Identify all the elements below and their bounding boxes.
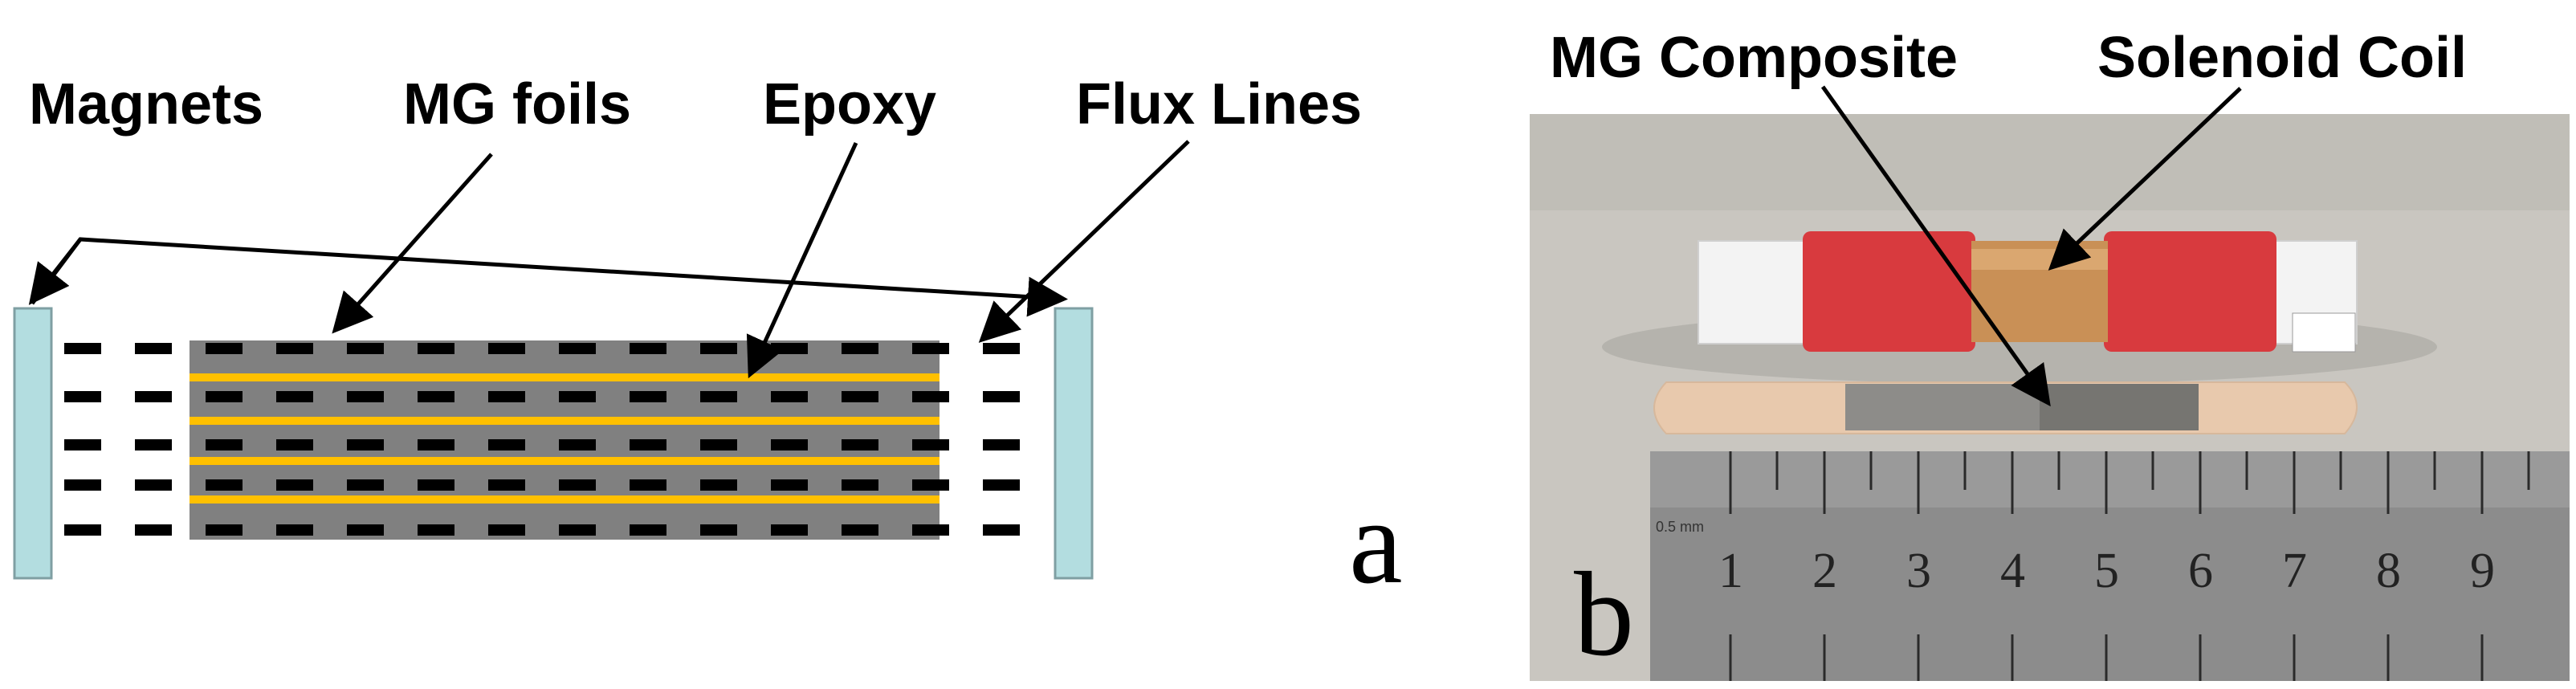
red-tape-left: [1803, 231, 1975, 352]
mg-composite-label: MG Composite: [1550, 26, 1958, 90]
magnets-label: Magnets: [29, 72, 264, 137]
ruler-ticks: [1729, 451, 2530, 514]
steel-ruler-sheen: [1650, 451, 2570, 508]
red-tape-right: [2104, 231, 2276, 352]
ruler-number-7: 7: [2282, 544, 2307, 598]
epoxy-layers: [190, 373, 940, 503]
epoxy-label: Epoxy: [763, 72, 937, 137]
panel-a-letter: a: [1349, 475, 1403, 609]
ruler-number-3: 3: [1906, 544, 1931, 598]
right-magnet: [1054, 307, 1094, 580]
flux-lines-label: Flux Lines: [1076, 72, 1363, 137]
coil-former-label: [2292, 312, 2356, 353]
ruler-number-8: 8: [2376, 544, 2401, 598]
ruler-number-5: 5: [2094, 544, 2119, 598]
mg-foils-label: MG foils: [403, 72, 631, 137]
solenoid-coil-highlight: [1971, 249, 2108, 270]
ruler-number-2: 2: [1812, 544, 1837, 598]
ruler-number-6: 6: [2188, 544, 2213, 598]
ruler-number-4: 4: [2000, 544, 2025, 598]
ruler-number-1: 1: [1718, 544, 1743, 598]
ruler-number-9: 9: [2470, 544, 2495, 598]
ruler-bottom-ticks: [1729, 634, 2484, 681]
solenoid-coil-label: Solenoid Coil: [2097, 26, 2467, 90]
ruler-unit-text: 0.5 mm: [1656, 519, 1705, 535]
panel-b-letter: b: [1574, 548, 1634, 681]
mg-composite-sample-dark: [2040, 384, 2199, 430]
flux-lines: [64, 343, 1028, 536]
left-magnet: [13, 307, 53, 580]
panel-a-arrows: [28, 140, 1190, 379]
photo-vignette: [1530, 114, 2570, 210]
panel-b-arrows: [1820, 85, 2242, 407]
